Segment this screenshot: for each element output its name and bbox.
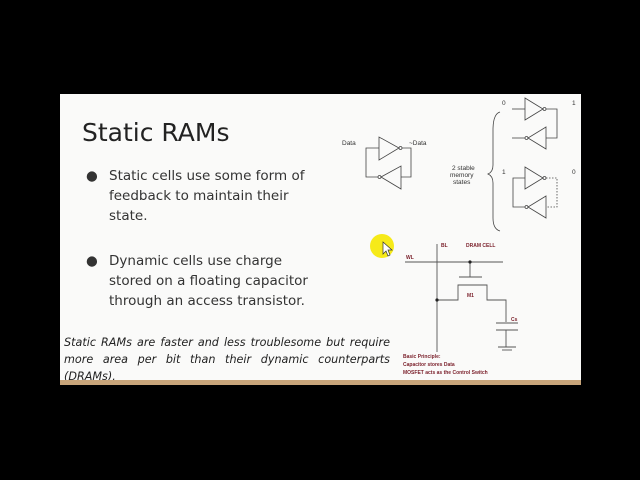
data-label: Data: [342, 140, 356, 147]
slide: Static RAMs ● Static cells use some form…: [60, 94, 581, 385]
dram-cell-diagram: [405, 244, 518, 352]
bl-label: BL: [441, 243, 448, 249]
bullet-text: Dynamic cells use charge stored on a flo…: [109, 253, 308, 309]
slide-title: Static RAMs: [82, 118, 230, 147]
states-label-3: states: [453, 179, 471, 186]
states-label-2: memory: [450, 172, 474, 179]
principle-line-2: Capacitor stores Data: [403, 362, 455, 368]
bullet-text: Static cells use some form of feedback t…: [109, 168, 305, 224]
wl-label: WL: [406, 255, 414, 261]
sram-latch-diagram: [365, 97, 558, 232]
bullet-icon: ●: [86, 168, 98, 184]
slide-footer-bar: [60, 380, 581, 385]
principle-line-3: MOSFET acts as the Control Switch: [403, 370, 488, 376]
states-label-1: 2 stable: [452, 165, 475, 172]
dram-cell-title: DRAM CELL: [466, 243, 495, 249]
state1-input: 0: [502, 100, 506, 107]
cursor-highlight: [370, 234, 394, 258]
bullet-icon: ●: [86, 253, 98, 269]
state2-output: 0: [572, 169, 576, 176]
cs-label: Cs: [511, 317, 518, 323]
not-data-label: ~Data: [409, 140, 427, 147]
slide-note: Static RAMs are faster and less troubles…: [64, 336, 390, 383]
state2-input: 1: [502, 169, 506, 176]
mouse-pointer-icon: [382, 241, 393, 257]
state1-output: 1: [572, 100, 576, 107]
m1-label: M1: [467, 293, 474, 299]
principle-line-1: Basic Principle:: [403, 354, 441, 360]
